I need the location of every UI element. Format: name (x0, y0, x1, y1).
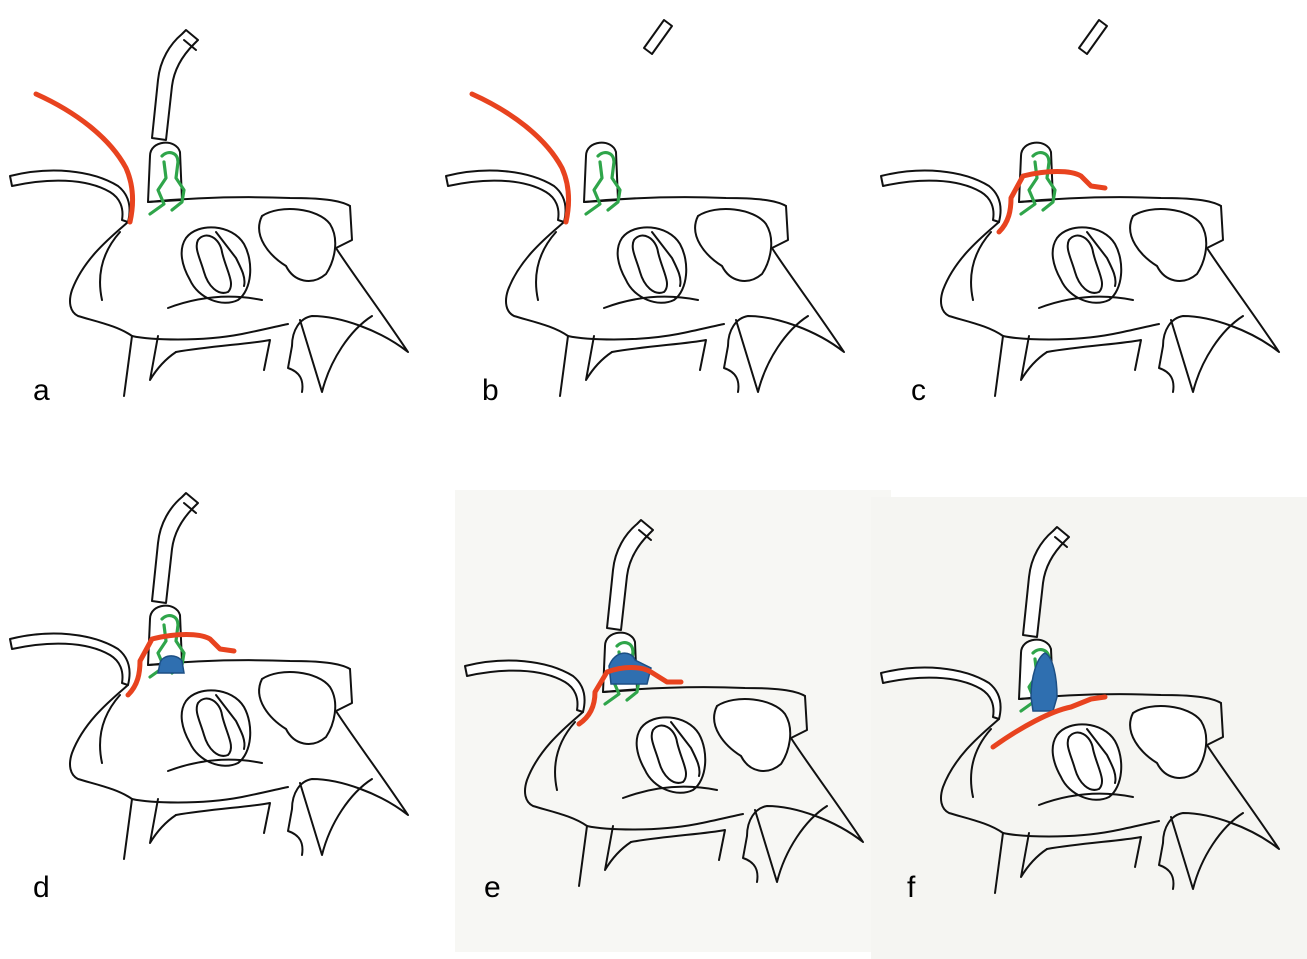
panel-label-f: f (907, 873, 915, 903)
frontal-bone (881, 171, 1001, 222)
pterygoid (1171, 813, 1243, 889)
maxilla-mid (586, 336, 612, 380)
nasal-bone-fragment (1079, 20, 1107, 54)
maxilla-front (124, 799, 132, 859)
pterygoid (755, 806, 827, 882)
pterygoid (736, 316, 808, 392)
maxilla-mid (150, 799, 176, 843)
maxilla-floor (631, 830, 725, 860)
nasal-bone-fragment (644, 20, 672, 54)
panel-d-drawing (0, 463, 436, 925)
face-inner-outline (971, 729, 991, 797)
panel-f: f (871, 497, 1307, 959)
maxilla-mid (150, 336, 176, 380)
panel-label-b: b (482, 376, 499, 406)
panel-d: d (0, 463, 436, 925)
pterygoid (1171, 316, 1243, 392)
graft-blue-fill (158, 656, 184, 673)
palate-line (1003, 324, 1159, 340)
panel-b-drawing (436, 0, 872, 462)
frontal-bone (10, 634, 130, 685)
maxilla-floor (176, 803, 270, 833)
maxilla-floor (612, 340, 706, 370)
frontal-bone (881, 668, 1001, 719)
face-inner-outline (971, 232, 991, 300)
sphenoid-sinus (1130, 706, 1206, 778)
sphenoid-sinus (695, 209, 771, 281)
panel-c: c (871, 0, 1307, 462)
frontal-bone (10, 171, 130, 222)
pterygoid (300, 316, 372, 392)
palate-line (1003, 821, 1159, 837)
frontal-bone (446, 171, 566, 222)
maxilla-front (579, 826, 587, 886)
sphenoid-sinus (1130, 209, 1206, 281)
dura-red-line (36, 94, 133, 222)
maxilla-front (560, 336, 568, 396)
palate-line (587, 814, 743, 830)
panel-label-a: a (33, 376, 50, 406)
panel-a-drawing (0, 0, 436, 462)
face-inner-outline (536, 232, 556, 300)
maxilla-front (995, 833, 1003, 893)
panel-label-c: c (911, 376, 926, 406)
sphenoid-sinus (259, 672, 335, 744)
panel-e: e (455, 490, 891, 952)
frontal-bone (465, 661, 585, 712)
panel-c-drawing (871, 0, 1307, 462)
palate-line (132, 787, 288, 803)
maxilla-mid (605, 826, 631, 870)
maxilla-front (124, 336, 132, 396)
panel-f-drawing (871, 497, 1307, 959)
panel-b: b (436, 0, 872, 462)
palate-line (132, 324, 288, 340)
panel-e-drawing (455, 490, 891, 952)
maxilla-floor (176, 340, 270, 370)
figure: a b c d e f (0, 0, 1307, 925)
sphenoid-sinus (259, 209, 335, 281)
panel-label-d: d (33, 873, 50, 903)
palate-line (568, 324, 724, 340)
panel-a: a (0, 0, 436, 462)
maxilla-mid (1021, 336, 1047, 380)
maxilla-mid (1021, 833, 1047, 877)
maxilla-floor (1047, 837, 1141, 867)
maxilla-floor (1047, 340, 1141, 370)
face-inner-outline (100, 232, 120, 300)
face-inner-outline (100, 695, 120, 763)
sphenoid-sinus (714, 699, 790, 771)
pterygoid (300, 779, 372, 855)
dura-red-line (472, 94, 569, 222)
maxilla-front (995, 336, 1003, 396)
panel-label-e: e (484, 873, 501, 903)
face-inner-outline (555, 722, 575, 790)
